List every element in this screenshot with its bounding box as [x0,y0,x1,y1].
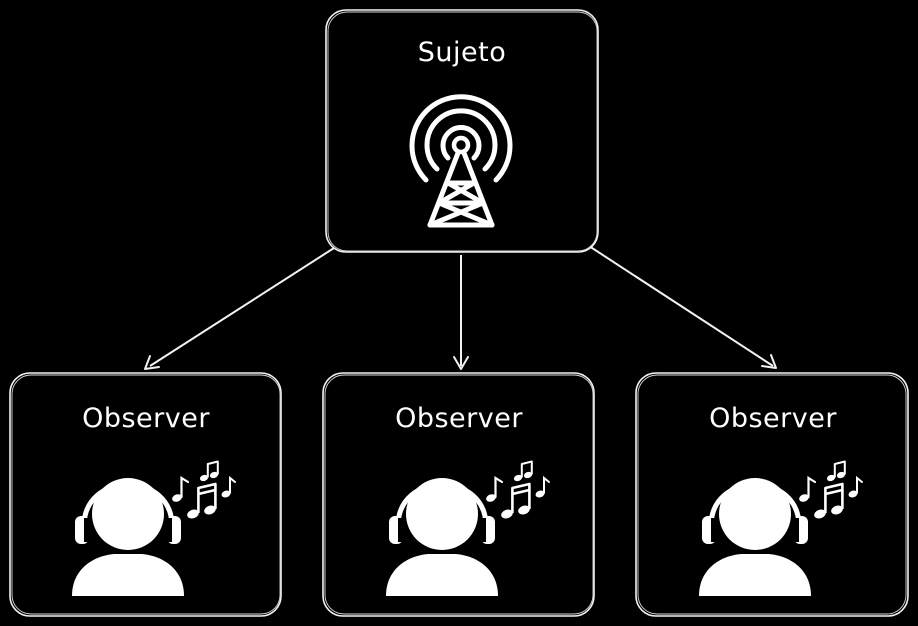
observer-node-2: Observer [322,372,595,617]
radio-tower-icon [409,94,513,228]
edge-subject-to-observer-2 [453,255,469,370]
edge-subject-to-observer-1 [144,247,335,370]
edge-subject-to-observer-3 [588,245,777,369]
observer-node-1: Observer [9,372,282,617]
observer-node-3: Observer [635,372,909,617]
subject-node: Sujeto [325,9,599,253]
observer-title: Observer [395,403,523,434]
observer-title: Observer [709,403,837,434]
observer-title: Observer [82,403,210,434]
subject-title: Sujeto [418,37,506,68]
